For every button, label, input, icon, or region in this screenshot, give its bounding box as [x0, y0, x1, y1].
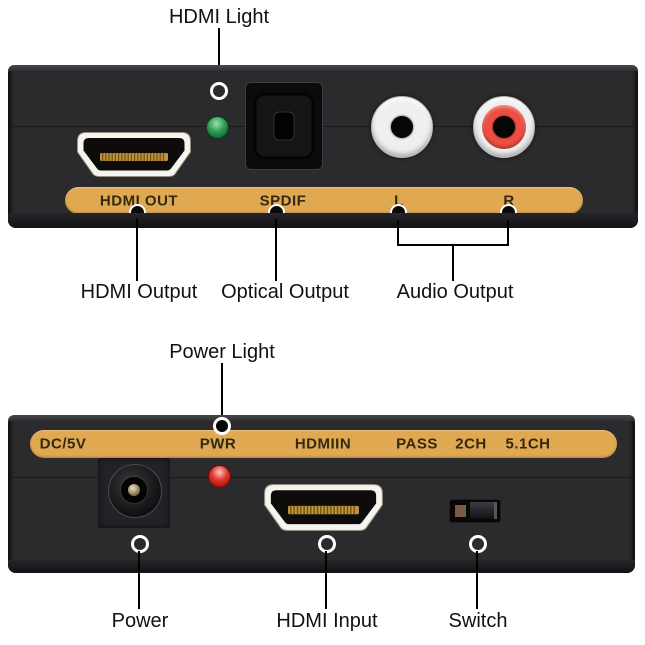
power-label: Power [111, 610, 169, 632]
strip-label-pwr: PWR [199, 435, 237, 453]
hdmi-output-pointer-line [136, 219, 138, 281]
switch-label: Switch [448, 610, 508, 632]
rca-right-jack [473, 96, 535, 158]
strip-label-l: L [394, 192, 404, 209]
input-label-strip: DC/5V PWR HDMIIN PASS 2CH 5.1CH [30, 430, 617, 458]
strip-label-hdmi-out: HDMI OUT [99, 192, 179, 209]
input-panel-device: DC/5V PWR HDMIIN PASS 2CH 5.1CH [8, 415, 635, 573]
hdmi-input-port [264, 484, 383, 531]
power-light-pointer-line [221, 363, 223, 420]
hdmi-input-label: HDMI Input [276, 610, 378, 632]
power-light-label: Power Light [169, 341, 275, 363]
panel-top-bevel [8, 65, 638, 71]
audio-bracket-bar [397, 244, 509, 246]
rca-left-hole [391, 116, 413, 138]
hdmi-output-label: HDMI Output [80, 281, 198, 303]
panel-seam-line [10, 126, 636, 127]
hdmi-status-led [206, 116, 229, 139]
power-led [208, 465, 231, 488]
hdmi-output-port [77, 132, 191, 177]
audio-output-label: Audio Output [396, 281, 514, 303]
dc-center-pin [128, 484, 140, 496]
dc-barrel [108, 464, 162, 518]
strip-label-pass: PASS [396, 435, 438, 453]
panel-bottom-shadow [8, 213, 638, 228]
hdmi-light-label: HDMI Light [168, 6, 270, 28]
hdmi-light-anchor-ring [210, 82, 228, 100]
strip-label-r: R [503, 192, 515, 209]
audio-bracket-right-line [507, 220, 509, 246]
optical-spdif-port [245, 82, 323, 170]
rca-left-jack [371, 96, 433, 158]
switch-knob [470, 502, 497, 519]
strip-label-51ch: 5.1CH [505, 435, 551, 453]
hdmi-light-pointer-line [218, 28, 220, 85]
audio-mode-switch [450, 500, 500, 522]
audio-output-pointer-line [452, 246, 454, 281]
rca-right-hole [493, 116, 515, 138]
power-pointer-line [138, 551, 140, 609]
strip-label-dc5v: DC/5V [39, 435, 87, 453]
switch-anchor-ring [469, 535, 487, 553]
panel-bottom-shadow [8, 560, 635, 573]
strip-label-hdmiin: HDMIIN [294, 435, 352, 453]
switch-pointer-line [476, 551, 478, 609]
panel-seam-line [10, 477, 633, 478]
switch-contact-pad [455, 505, 466, 517]
panel-top-bevel [8, 415, 635, 421]
strip-label-2ch: 2CH [455, 435, 487, 453]
hdmi-input-anchor-ring [318, 535, 336, 553]
power-anchor-ring [131, 535, 149, 553]
dc-power-jack [98, 458, 170, 528]
optical-output-pointer-line [275, 219, 277, 281]
audio-bracket-left-line [397, 220, 399, 246]
power-light-anchor-dot [213, 417, 231, 435]
hdmi-input-pointer-line [325, 551, 327, 609]
output-panel-device: HDMI OUT SPDIF L R [8, 65, 638, 228]
dc-hole [121, 477, 147, 503]
optical-output-label: Optical Output [221, 281, 349, 303]
